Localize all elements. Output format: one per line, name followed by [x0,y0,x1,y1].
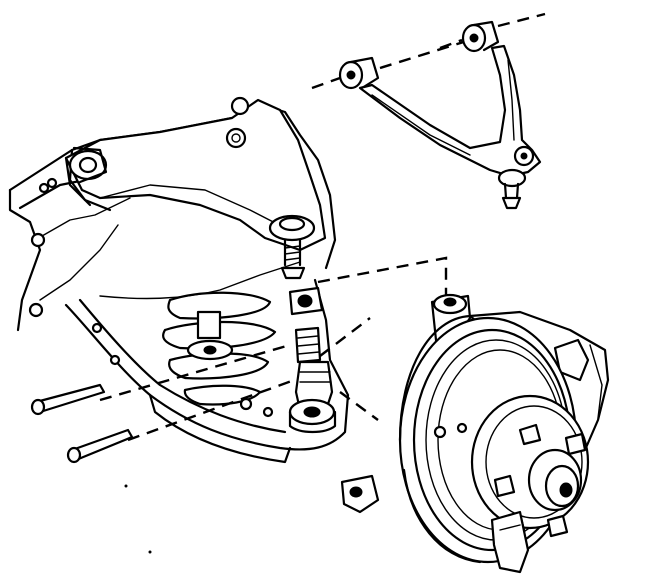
cotter-pin-upper [34,383,106,414]
upper-control-arm [311,12,546,210]
rotor-pin-icon [433,425,447,439]
alignment-lines [99,256,448,442]
frame-mounted-arm-assembly [8,96,350,464]
ball-joint-hardware [30,286,337,464]
frame-bolt-hole-icon [30,232,46,248]
frame-bolt-hole-icon [38,182,50,194]
shell-bolt-icon [239,397,253,411]
frame-bolt-hole-icon [28,302,44,318]
frame-bolt-hole-icon [46,177,58,189]
mount-hole-icon [230,96,250,116]
rotor-pin-icon [456,422,468,434]
shock-absorber-body [196,310,222,340]
knuckle-rotor-hub-assembly [340,293,610,574]
mount-hole-icon [225,127,247,149]
specks [124,484,152,554]
shell-bolt-icon [262,406,274,418]
